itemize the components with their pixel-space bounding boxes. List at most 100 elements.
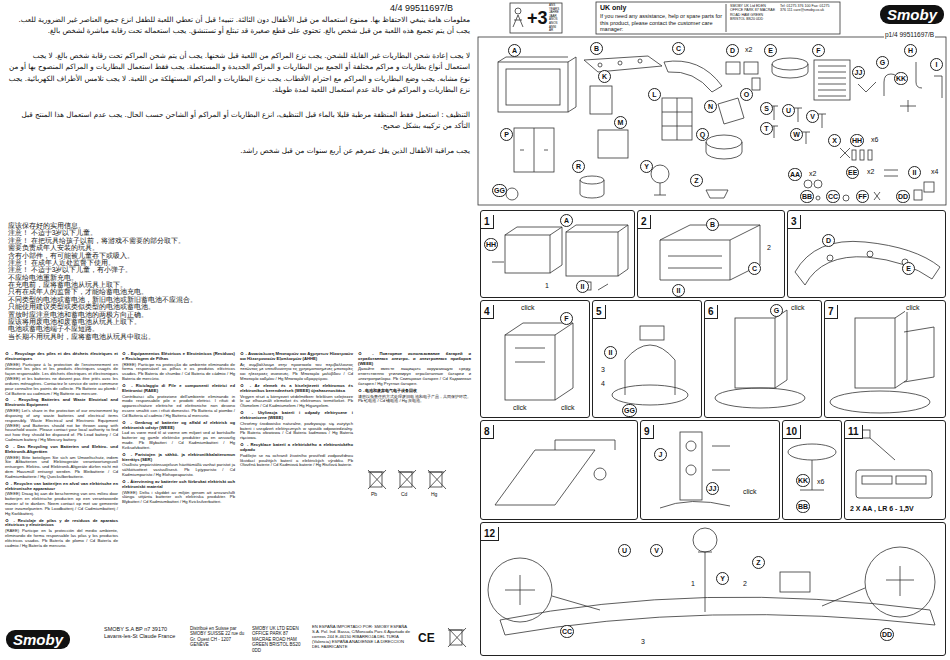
text-block: ♻ - Ανακύκλωση Μπαταριών και Αχρηστων Ηλ… <box>240 350 353 469</box>
recycling-text: Contribuisci alla protezione dell'ambien… <box>122 395 235 419</box>
bold-label: UK only <box>600 4 626 12</box>
callout-letter: JJ <box>706 482 719 495</box>
callout-letter: Z <box>690 174 703 187</box>
callout-letter: EE <box>846 166 859 179</box>
chinese-text: 在充电前，应将蓄电池从玩具上取下。 <box>8 281 338 288</box>
callout-letter: B <box>590 42 603 55</box>
text-label: x6 <box>870 136 879 144</box>
callout-letter: CC <box>826 190 840 203</box>
recycling-text: Давайте вместе защищать окружающую среду… <box>358 367 471 386</box>
chinese-text: 置放时应注意电池和蓄电池的两极方向正确。 <box>8 311 338 318</box>
recycling-text: ♻ - Equipamentos Eléctricos e Electrónic… <box>122 352 235 362</box>
bold-label: CE <box>418 632 435 646</box>
step-panel: 12 <box>480 522 946 656</box>
chinese-text: 应该保存好的实用信息。 <box>8 222 338 229</box>
recycling-text: ♻ - Ανακύκλωση Μπαταριών και Αχρηστων Ηλ… <box>240 352 353 362</box>
callout-letter: GG <box>622 404 637 417</box>
text-label: Pb <box>370 492 378 498</box>
text-label: click <box>520 304 536 312</box>
recycling-text: (WEEE) Bitte beteiligen Sie sich am Umwe… <box>5 456 118 480</box>
callout-letter: CC <box>560 625 574 638</box>
recycling-text: ♻ - Paristojen ja sähkö- ja elektroniikk… <box>122 453 235 463</box>
chinese-text: 只有在成年人的监督下，才能给蓄电池充电。 <box>8 288 338 295</box>
callout-letter: II <box>604 346 617 359</box>
callout-letter: N <box>704 100 717 113</box>
text-block: معلومات هامة ينبغي الاحتفاظ بها. ممنوع ا… <box>8 14 470 170</box>
text-block: Tel: 01275 376 100 Fax: 01275 376 111 ca… <box>780 4 836 13</box>
text-label: x2 <box>866 168 875 176</box>
text-label: click <box>790 304 806 312</box>
step-panel: 7 <box>824 300 946 418</box>
recycling-text: ♻ - Повторное использование батарей и от… <box>358 352 471 366</box>
callout-letter: S <box>760 102 773 115</box>
callout-letter: V <box>806 110 819 123</box>
callout-letter: FF <box>856 190 869 203</box>
recycling-text: ♻ - Recyclen van batterijen en afval van… <box>5 482 118 492</box>
text-label: click <box>560 404 576 412</box>
text-block: If you need any assistance, help or spar… <box>600 13 724 33</box>
text-block: Distribué en Suisse par SMOBY SUISSE 22 … <box>190 626 248 648</box>
callout-letter: AA <box>788 168 802 181</box>
chinese-text: 注意！ 不适于3岁以下儿童，有小弹子。 <box>8 266 338 273</box>
text-block: SMOBY UK LTD EDEN OFFICE PARK 87 MACRAE … <box>252 626 308 653</box>
brand-logo: Smoby <box>880 5 944 24</box>
callout-letter: E <box>764 44 777 57</box>
callout-letter: I <box>930 58 943 71</box>
text-label: SMOBY S.A BP n7 39170 Lavans-les-St Clau… <box>104 626 186 639</box>
callout-letter: A <box>560 214 573 227</box>
callout-letter: II <box>576 280 589 293</box>
arabic-text: التنظيف : استعمل فقط المنظفة مرطبة قليلا… <box>8 109 470 131</box>
callout-letter: Y <box>640 160 653 173</box>
recycling-text: Podílejte se na ochraně životního prostř… <box>240 454 353 468</box>
text-label: 2 <box>766 244 772 252</box>
text-label: Hg <box>430 492 438 498</box>
step-number: 12 <box>481 527 499 541</box>
callout-letter: J <box>654 448 667 461</box>
callout-letter: D <box>726 44 739 57</box>
callout-letter: T <box>760 122 773 135</box>
text-label: x2 <box>744 46 753 54</box>
chinese-text: 含有小部件，有可能被儿童吞下或吸入。 <box>8 252 338 259</box>
text-label: Cd <box>400 492 408 498</box>
chinese-text: 当长期不用玩具时，应将蓄电池从玩具中取出。 <box>8 333 338 340</box>
callout-letter: C <box>672 42 685 55</box>
callout-letter: B <box>706 218 719 231</box>
recycling-text: ♻ - 电池和废弃电气电子设备回收 <box>358 389 471 394</box>
callout-letter: W <box>790 128 803 141</box>
recycling-text: ♻ - Reciclaje de pilas y de residuos de … <box>5 519 118 529</box>
callout-letter: G <box>770 304 783 317</box>
text-label: click <box>742 488 758 496</box>
callout-letter: U <box>782 104 795 117</box>
text-block: SMOBY S.A BP n7 39170 Lavans-les-St Clau… <box>104 626 186 639</box>
step-number: 6 <box>705 305 718 319</box>
arabic-text: يجب مراقبة الأطفال الذين يقل عمرهم عن أر… <box>8 145 470 156</box>
callout-letter: A <box>508 44 521 57</box>
text-label: SMOBY UK Ltd EDEN OFFICE PARK 87 MACRAE … <box>730 4 776 21</box>
arabic-text: لا يجب إعادة شحن البطاريات غير القابلة ل… <box>8 50 470 95</box>
callout-letter: BB <box>796 500 810 513</box>
callout-letter: L <box>648 88 661 101</box>
step-panel: 1 <box>480 210 635 298</box>
text-label: SMOBY UK LTD EDEN OFFICE PARK 87 MACRAE … <box>252 626 308 653</box>
bold-label: +3 <box>527 8 548 29</box>
recycling-text: ♻ - Recycling Batteries and Waste Electr… <box>5 398 118 408</box>
callout-letter: II <box>908 166 921 179</box>
step-number: 11 <box>845 425 863 439</box>
callout-letter: O <box>740 88 753 101</box>
recycling-text: (WEEE) Draag bij aan de bescherming van … <box>5 492 118 516</box>
chinese-text: 不应给电池重新充电。 <box>8 274 338 281</box>
text-label: If you need any assistance, help or spar… <box>600 13 724 33</box>
callout-letter: Q <box>696 128 709 141</box>
callout-letter: R <box>572 160 585 173</box>
callout-letter: V <box>650 544 663 557</box>
step-number: 2 <box>638 215 651 229</box>
bold-label: 2 X AA , LR 6 - 1,5V <box>850 505 914 513</box>
step-number: 1 <box>481 215 494 229</box>
recycling-text: ♻ - Utylizacja baterii i odpady elektryc… <box>240 411 353 421</box>
text-block: SMOBY UK Ltd EDEN OFFICE PARK 87 MACRAE … <box>730 4 776 21</box>
callout-letter: M <box>614 116 627 129</box>
callout-letter: II <box>672 284 685 297</box>
callout-letter: F <box>560 312 573 325</box>
step-number: 10 <box>783 425 801 439</box>
